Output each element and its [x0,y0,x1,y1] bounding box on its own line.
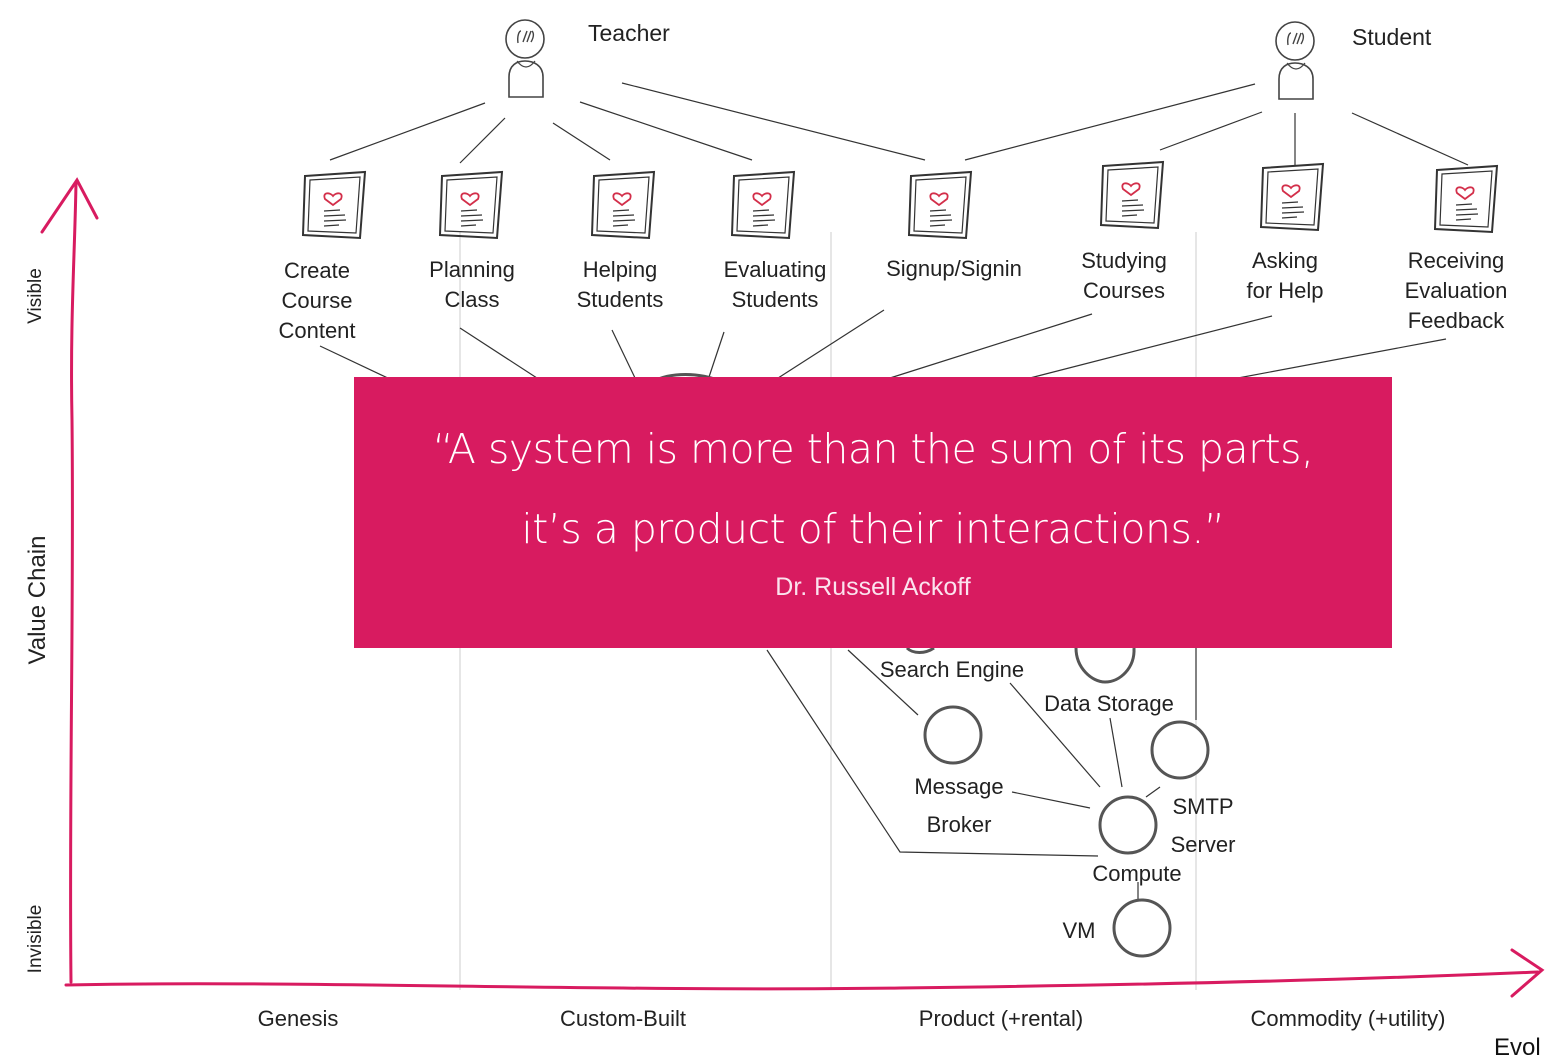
receiving-document-heart-icon [1434,165,1498,233]
link-smtp-compute [1145,786,1161,798]
x-axis-label: Evol [1494,1034,1541,1061]
link-receiving-core [1237,338,1447,379]
storage-node-bottom [1074,647,1136,684]
stage-custom-built: Custom-Built [560,1006,686,1031]
quote-banner: “A system is more than the sum of its pa… [354,377,1392,648]
link-asking-core [1029,315,1273,379]
component-label-search: Search Engine [879,657,1025,682]
node-message-broker [923,705,983,765]
teacher-label: Teacher [588,20,670,46]
node-compute [1098,795,1158,855]
link-signup-core [774,309,885,381]
link-create-core [319,345,393,381]
stage-product: Product (+rental) [918,1006,1084,1031]
quote-text: “A system is more than the sum of its pa… [354,409,1392,569]
create-document-heart-icon [302,171,366,239]
node-vm [1112,898,1172,958]
y-axis-visible-label: Visible [25,268,46,324]
x-axis-line [64,970,1540,991]
link-teacher-evaluating [579,101,753,161]
need-label-receiving: Receiving Evaluation Feedback [1404,248,1508,333]
component-label-smtp: SMTP Server [1170,794,1236,857]
link-broker-compute [1011,791,1091,809]
component-label-compute: Compute [1092,861,1182,886]
y-axis-arrow [40,177,99,234]
need-label-asking: Asking for Help [1246,248,1324,303]
stage-commodity: Commodity (+utility) [1250,1006,1446,1031]
link-student-receiving [1351,112,1469,166]
stage-genesis: Genesis [257,1006,339,1031]
quote-line-1: “A system is more than the sum of its pa… [432,425,1314,473]
y-axis-invisible-label: Invisible [25,904,46,974]
asking-document-heart-icon [1260,163,1324,231]
link-evaluating-core [707,331,725,381]
studying-document-heart-icon [1100,161,1164,229]
link-storage-compute [1109,717,1123,788]
component-label-broker: Message Broker [914,774,1004,837]
quote-line-2: it’s a product of their interactions.” [521,505,1225,553]
search-node-bottom [905,646,935,654]
x-axis-arrow [1510,948,1545,998]
evaluating-document-heart-icon [731,171,795,239]
need-label-helping: Helping Students [576,257,664,312]
need-label-studying: Studying Courses [1081,248,1167,303]
connections [319,82,1469,900]
y-axis-label: Value Chain [24,535,51,665]
link-student-signup [964,83,1256,161]
link-core-broker [847,649,919,716]
link-teacher-helping [552,122,611,161]
component-nodes [923,705,1210,958]
link-teacher-signup [621,82,926,161]
student-actor-icon [1275,21,1315,100]
link-studying-core [889,313,1093,379]
helping-document-heart-icon [591,171,655,239]
student-label: Student [1352,24,1432,50]
link-student-studying [1159,111,1263,151]
link-core-compute [766,649,1099,857]
planning-document-heart-icon [439,171,503,239]
link-helping-core [611,329,637,381]
need-label-signup: Signup/Signin [886,256,1022,281]
signup-document-heart-icon [908,171,972,239]
need-label-planning: Planning Class [429,257,515,312]
link-search-compute [1009,682,1101,788]
quote-author: Dr. Russell Ackoff [775,573,971,601]
need-label-create: Create Course Content [278,258,356,343]
link-planning-core [459,327,541,381]
teacher-actor-icon [505,19,545,98]
need-label-evaluating: Evaluating Students [723,257,827,312]
axes [40,177,1545,998]
component-label-vm: VM [1062,918,1096,943]
link-teacher-planning [459,117,506,164]
component-label-storage: Data Storage [1044,691,1174,716]
node-smtp-server [1150,720,1210,780]
y-axis-line [69,180,78,984]
link-teacher-create [329,102,486,161]
